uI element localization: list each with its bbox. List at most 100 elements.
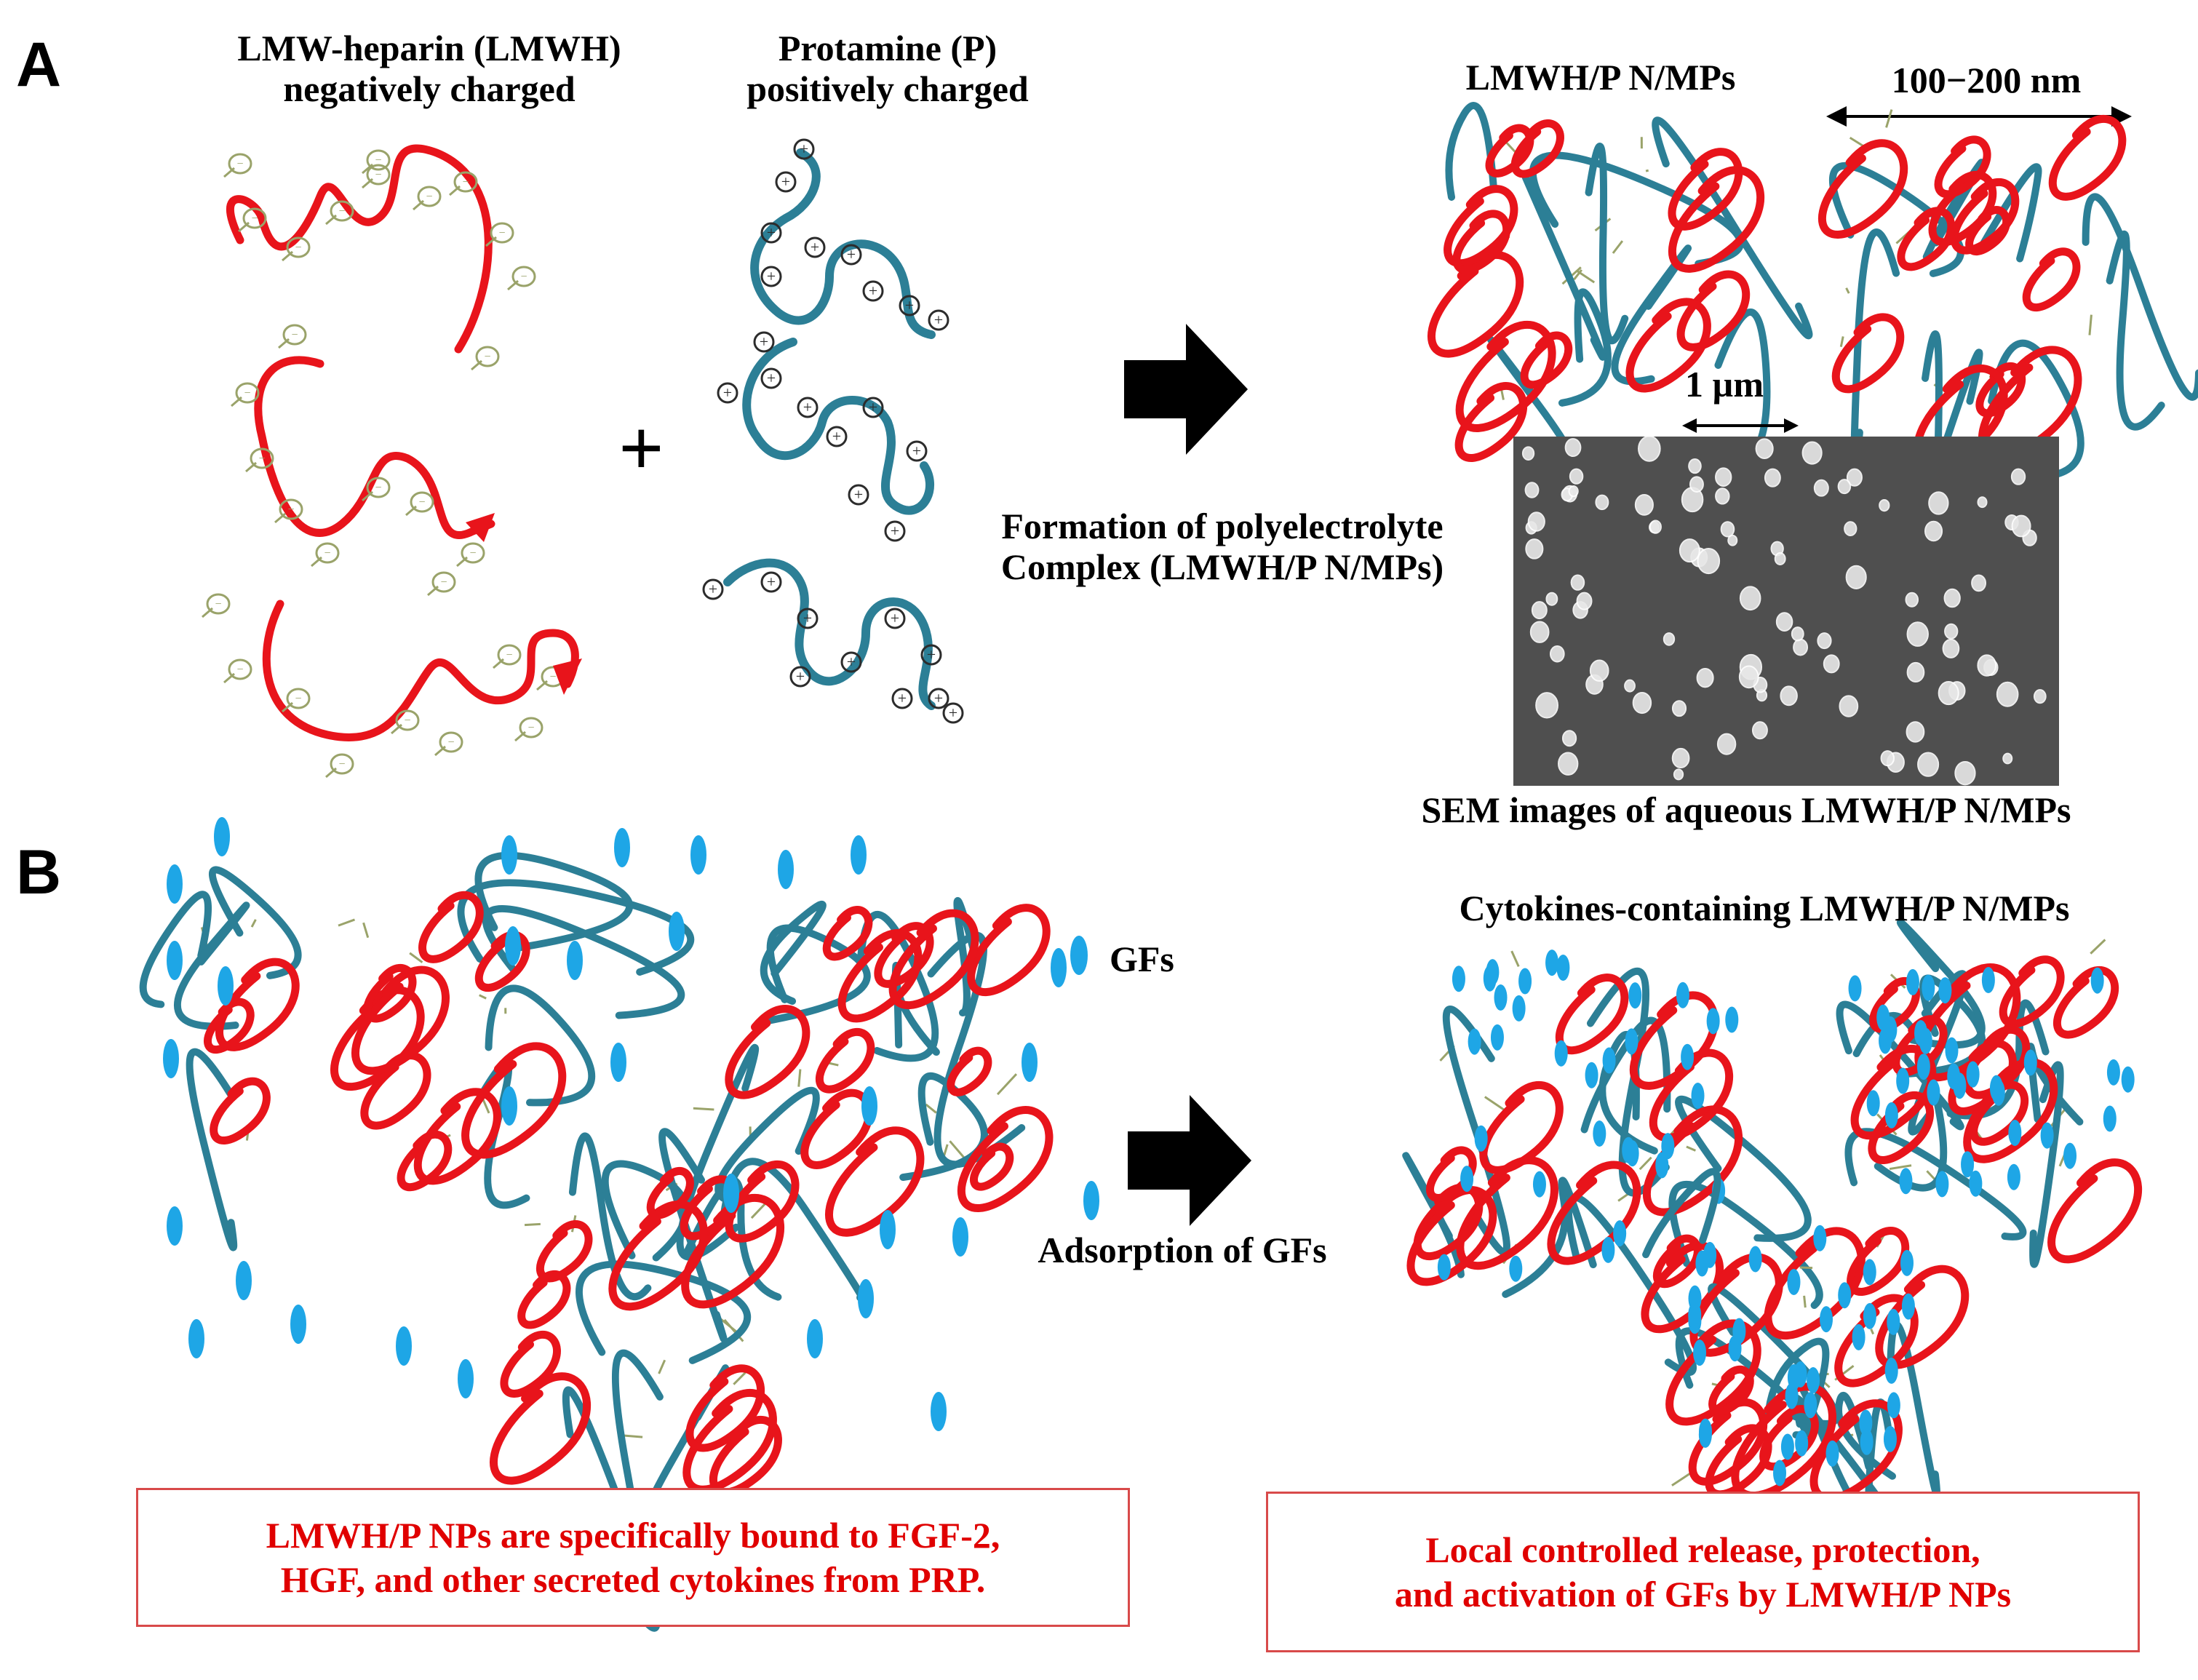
svg-text:−: − [258, 453, 265, 465]
release-note-box: Local controlled release, protection, an… [1266, 1492, 2140, 1652]
growth-factor-icon [1681, 1043, 1695, 1070]
growth-factor-icon [1748, 1246, 1762, 1273]
release-note-line1: Local controlled release, protection, [1425, 1529, 1980, 1570]
growth-factor-icon [458, 1359, 474, 1398]
sem-particle [2010, 468, 2026, 485]
positive-charge-icon: + [804, 236, 826, 258]
svg-text:+: + [767, 223, 776, 242]
positive-charge-icon: + [899, 295, 920, 317]
growth-factor-icon [1927, 1079, 1940, 1106]
growth-factor-icon [1468, 1028, 1481, 1055]
positive-charge-icon: + [928, 688, 949, 709]
sem-particle [1823, 654, 1840, 674]
sem-image [1513, 435, 2059, 786]
adsorption-label: Adsorption of GFs [1038, 1230, 1327, 1270]
growth-factor-icon [1691, 1082, 1705, 1109]
svg-text:+: + [767, 369, 776, 387]
svg-text:−: − [520, 271, 527, 283]
positive-charge-icon: + [928, 309, 949, 331]
growth-factor-icon [1813, 1225, 1827, 1251]
svg-text:−: − [215, 598, 221, 610]
growth-factor-icon [880, 1210, 896, 1249]
positive-charge-icon: + [920, 644, 942, 666]
growth-factor-icon [1884, 1016, 1898, 1043]
svg-text:−: − [295, 242, 301, 254]
growth-factor-icon [1474, 1125, 1488, 1152]
sem-particle [1880, 750, 1895, 767]
negative-charge-icon: − [434, 731, 463, 757]
sem-particle [1751, 721, 1768, 740]
svg-text:−: − [244, 387, 250, 399]
sem-particle [1558, 752, 1579, 776]
growth-factor-icon [614, 828, 630, 867]
svg-text:+: + [949, 704, 957, 722]
growth-factor-icon [2103, 1105, 2117, 1132]
growth-factor-icon [501, 1086, 517, 1126]
growth-factor-icon [501, 835, 517, 875]
sem-particle [1535, 692, 1559, 719]
growth-factor-icon [1916, 1054, 1930, 1080]
growth-factor-icon [1688, 1307, 1702, 1334]
svg-text:+: + [869, 398, 877, 416]
complex-cluster [1427, 102, 1813, 503]
protamine-chain [742, 338, 935, 515]
svg-text:−: − [324, 547, 330, 560]
sem-particle [1688, 458, 1702, 474]
growth-factor-icon [1922, 974, 1935, 1001]
growth-factor-icon [1787, 1269, 1801, 1296]
svg-text:−: − [469, 547, 476, 560]
sem-particle [1715, 467, 1732, 487]
sem-particle [1569, 468, 1584, 485]
sem-particle [1570, 574, 1585, 591]
sem-particle [1531, 601, 1548, 620]
svg-text:−: − [484, 351, 490, 363]
svg-text:−: − [549, 671, 556, 683]
growth-factor-icon [1966, 1061, 1980, 1088]
growth-factor-icon [1593, 1120, 1606, 1147]
growth-factor-icon [1703, 1241, 1717, 1268]
sem-particle [1938, 681, 1959, 706]
growth-factor-icon [1859, 1409, 1873, 1436]
complex-title: LMWH/P N/MPs [1465, 57, 1736, 97]
growth-factor-icon [1554, 1040, 1568, 1067]
sem-particle [1632, 691, 1652, 714]
svg-text:+: + [847, 245, 856, 263]
growth-factor-icon [1900, 1249, 1914, 1276]
lmwh-chain [226, 144, 493, 354]
scale-bar-icon [1682, 418, 1799, 433]
growth-factor-icon [1490, 1024, 1504, 1051]
growth-factor-icon [2023, 1049, 2037, 1076]
sem-particle [1545, 592, 1558, 606]
negative-charge-icon: − [362, 164, 391, 189]
lmwh-chain-end [466, 513, 495, 542]
sem-particle [1845, 565, 1867, 589]
positive-charge-icon: + [760, 266, 782, 287]
positive-charge-icon: + [840, 244, 862, 266]
sem-particle [1696, 667, 1714, 688]
growth-factor-icon [1437, 1254, 1451, 1281]
growth-factor-icon [1688, 1285, 1702, 1312]
growth-factor-icon [778, 850, 794, 889]
negative-charge-icon: − [413, 186, 442, 211]
sem-particle [1671, 747, 1690, 769]
growth-factor-icon [1899, 1168, 1913, 1195]
growth-factor-icon [1866, 1090, 1880, 1117]
sem-particle [1525, 538, 1544, 560]
growth-factor-icon [1887, 1392, 1900, 1419]
sem-particle [1971, 574, 1987, 592]
positive-charge-icon: + [906, 440, 928, 462]
sem-particle [1944, 623, 1959, 640]
negative-charge-icon: − [231, 382, 260, 407]
sem-particle [1715, 487, 1730, 505]
growth-factor-icon [723, 1174, 739, 1213]
positive-charge-icon: + [862, 280, 884, 302]
growth-factor-icon [1884, 1357, 1898, 1384]
sem-particle [1906, 621, 1929, 647]
growth-factor-icon [2040, 1122, 2054, 1149]
protamine-chain [723, 558, 936, 710]
protamine-title: Protamine (P) [778, 28, 998, 68]
negative-charge-icon: − [238, 207, 267, 233]
positive-charge-icon: + [793, 138, 815, 160]
positive-charge-icon: + [775, 171, 797, 193]
sem-particle [1564, 438, 1582, 458]
